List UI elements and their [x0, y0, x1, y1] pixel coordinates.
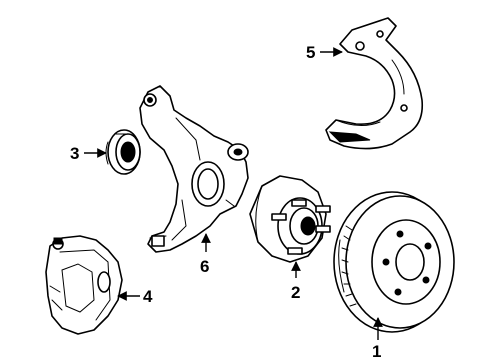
- callout-2: 2: [291, 261, 301, 302]
- callout-1: 1: [372, 317, 383, 360]
- svg-text:6: 6: [200, 257, 209, 276]
- callout-4: 4: [117, 287, 153, 306]
- svg-text:2: 2: [291, 283, 300, 302]
- callout-5: 5: [306, 43, 343, 62]
- svg-text:3: 3: [70, 144, 79, 163]
- steering-knuckle: [139, 85, 249, 253]
- svg-text:5: 5: [306, 43, 315, 62]
- hub-and-bearing: [249, 175, 331, 263]
- callout-3: 3: [70, 144, 107, 163]
- svg-text:1: 1: [372, 342, 381, 360]
- bearing: [105, 129, 141, 175]
- splash-shield: [325, 17, 424, 150]
- caliper: [45, 235, 123, 335]
- svg-text:4: 4: [143, 287, 153, 306]
- brake-rotor: [333, 191, 455, 333]
- callout-6: 6: [200, 233, 211, 276]
